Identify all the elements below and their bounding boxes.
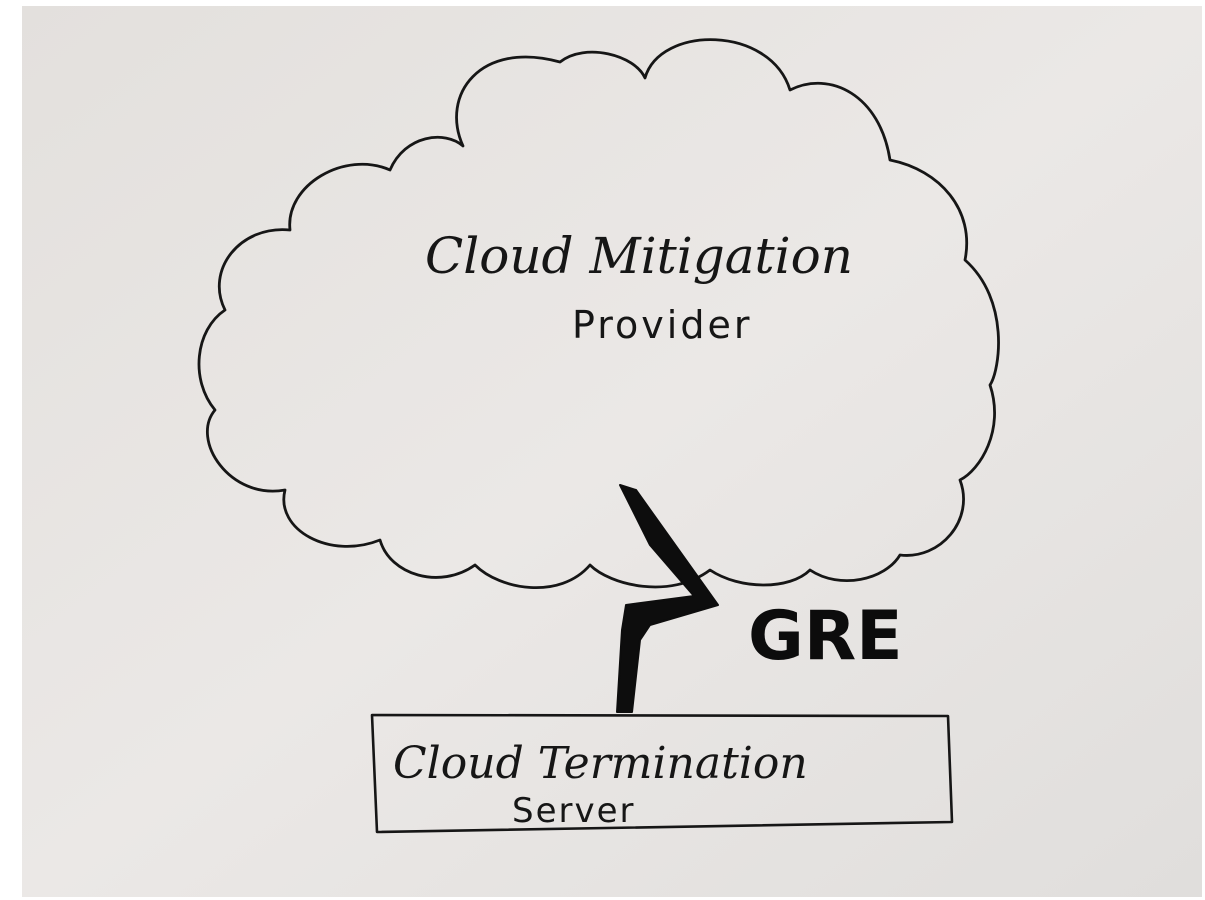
cloud-label-line1: Cloud Mitigation [425, 227, 853, 285]
paper-background [22, 6, 1202, 897]
cloud-label-line2: Provider [572, 303, 752, 347]
server-label-line2: Server [512, 791, 636, 831]
lightning-bolt-icon [616, 484, 719, 713]
cloud-shape [197, 38, 1000, 589]
gre-label: GRE [748, 597, 903, 676]
server-box [370, 713, 954, 834]
server-label-line1: Cloud Termination [393, 738, 808, 789]
